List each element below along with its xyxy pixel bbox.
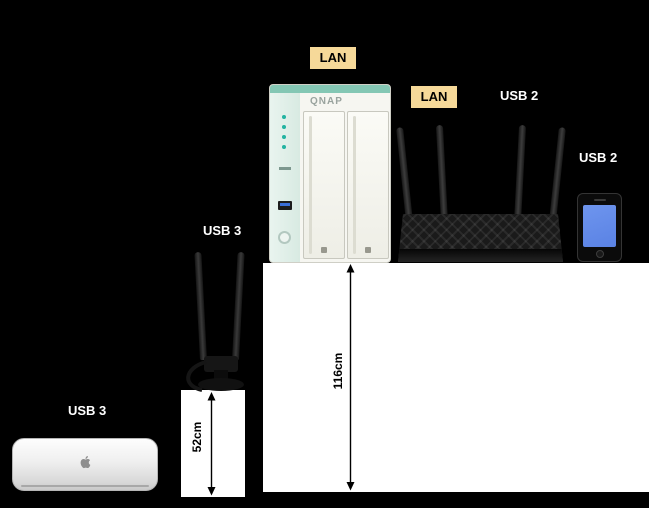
phone-screen: [583, 205, 616, 247]
router-front-edge: [398, 249, 563, 262]
drive-bay: [303, 111, 345, 259]
adapter-stand-neck: [214, 370, 228, 380]
smartphone: [577, 193, 622, 262]
label-usb2-phone: USB 2: [579, 150, 618, 165]
label-lan-router: LAN: [411, 86, 457, 108]
router-antenna: [396, 127, 413, 223]
bay-lock: [321, 247, 327, 253]
nas-usb-port: [278, 201, 292, 210]
measure-52cm-label: 52cm: [190, 421, 204, 453]
phone-home-button: [595, 250, 604, 258]
mac-mini-base: [21, 485, 149, 487]
adapter-base: [198, 378, 244, 391]
adapter-antenna: [194, 251, 207, 361]
adapter-body: [204, 356, 238, 372]
nas-power-button: [278, 231, 291, 244]
nas-sd-slot: [279, 167, 291, 170]
nas-status-led: [282, 145, 286, 149]
bay-lock: [365, 247, 371, 253]
shelf-panel: [263, 263, 649, 492]
measure-116cm-label: 116cm: [331, 352, 345, 390]
router-antenna: [514, 124, 527, 223]
stand-panel: [181, 390, 245, 497]
label-usb3-mac: USB 3: [68, 403, 107, 418]
label-usb3-adapter: USB 3: [203, 223, 242, 238]
nas-drive-bays: [303, 111, 389, 259]
asus-router: [398, 214, 563, 262]
mac-mini: [12, 438, 158, 491]
nas-status-led: [282, 115, 286, 119]
router-antenna: [549, 127, 566, 223]
usb-wifi-adapter: [186, 251, 252, 394]
apple-logo-icon: [80, 456, 91, 469]
phone-speaker: [593, 199, 606, 201]
router-antenna: [435, 124, 448, 223]
adapter-antenna: [232, 251, 245, 361]
bay-handle: [309, 116, 312, 254]
nas-brand-logo: QNAP: [310, 96, 343, 107]
nas-status-led: [282, 135, 286, 139]
label-lan-nas: LAN: [310, 47, 356, 69]
drive-bay: [347, 111, 389, 259]
nas-top-edge: [270, 85, 390, 93]
nas-front-panel: [270, 93, 300, 262]
label-usb2-router: USB 2: [500, 88, 539, 103]
qnap-nas: QNAP: [269, 84, 391, 263]
nas-status-led: [282, 125, 286, 129]
bay-handle: [353, 116, 356, 254]
